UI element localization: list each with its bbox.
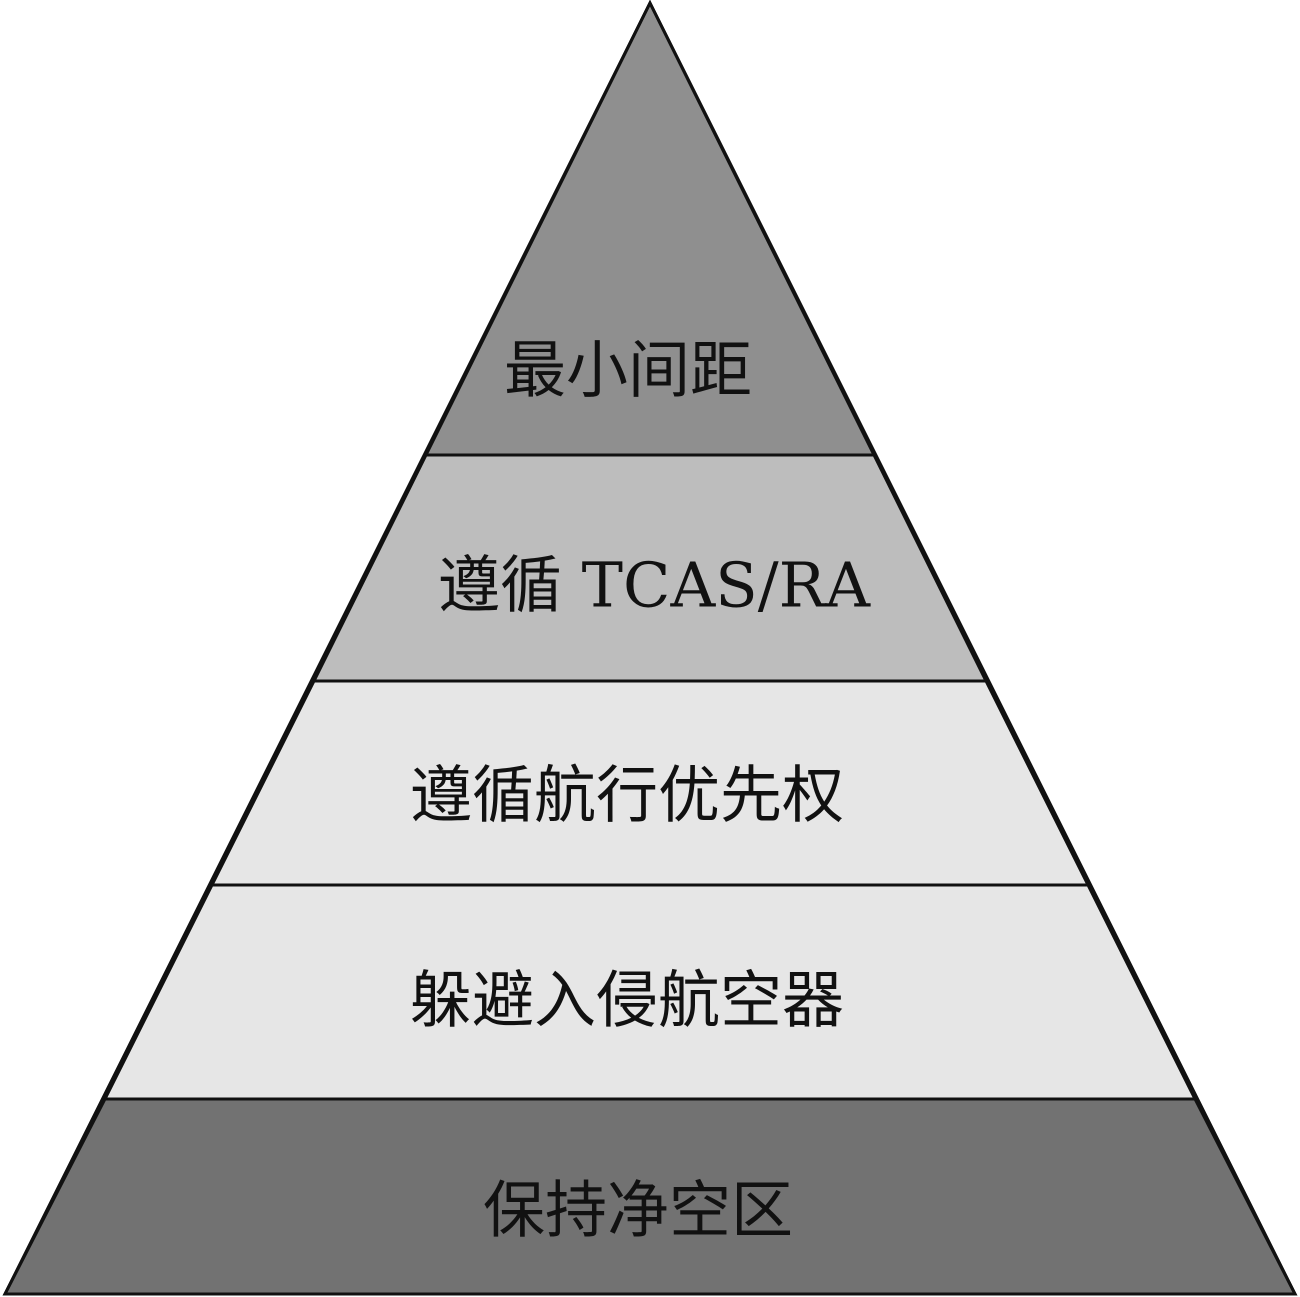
tier-2-label: 遵循 TCAS/RA	[438, 549, 871, 622]
tier-3-label: 遵循航行优先权	[410, 759, 844, 832]
tier-4-label: 躲避入侵航空器	[410, 964, 844, 1037]
tier-5-label: 保持净空区	[483, 1174, 793, 1247]
tier-1-label: 最小间距	[504, 334, 752, 407]
